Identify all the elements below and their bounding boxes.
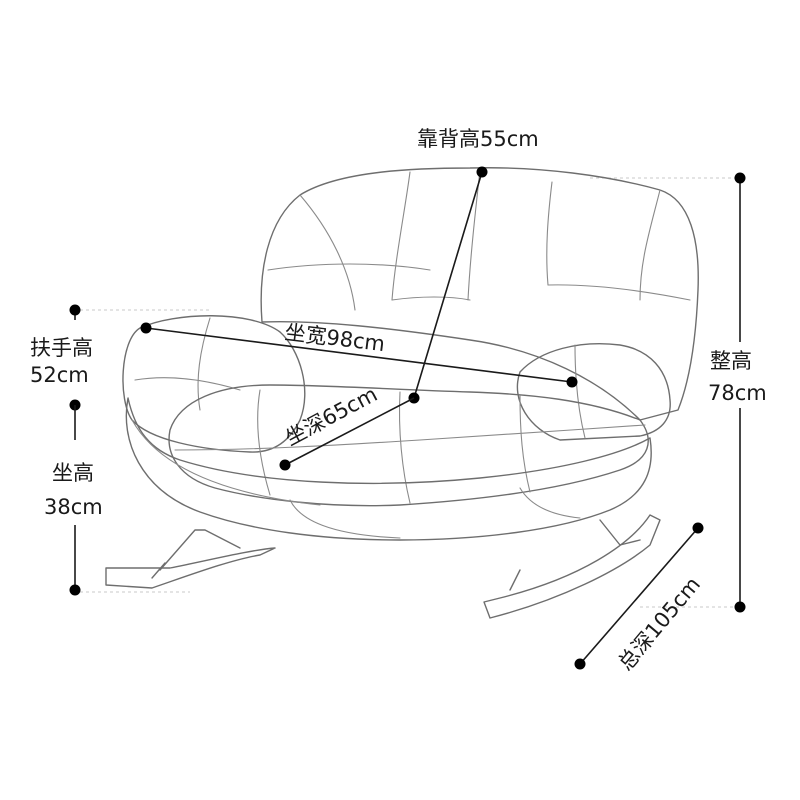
seat-height-label-name: 坐高 xyxy=(52,461,94,485)
seat-width-line xyxy=(145,327,573,383)
armrest-height-label-value: 52cm xyxy=(30,363,89,387)
seat-seam xyxy=(519,395,531,493)
overall-height-label-name: 整高 xyxy=(710,349,752,373)
guide-lines xyxy=(80,177,740,608)
backrest-seam xyxy=(267,263,431,271)
seat-width-left-dot xyxy=(140,322,152,334)
seat-depth-line xyxy=(284,397,415,466)
backrest-seam xyxy=(299,194,356,311)
backrest-seam xyxy=(391,171,411,301)
left-armrest xyxy=(122,315,306,453)
right-rocker-leg xyxy=(599,519,641,546)
seat-width-right-dot xyxy=(566,376,578,388)
base-shell xyxy=(125,397,652,541)
total-depth-line xyxy=(579,527,699,665)
left-rocker-leg xyxy=(159,529,241,571)
armrest-seam xyxy=(574,344,586,439)
overall-height-top-dot xyxy=(734,172,746,184)
total-depth-label: 总深105cm xyxy=(613,572,705,675)
base-seam xyxy=(519,487,581,519)
base-seam xyxy=(131,419,321,506)
right-rocker xyxy=(483,514,661,619)
backrest-seam xyxy=(391,296,471,301)
left-rocker xyxy=(105,547,276,589)
backrest-height-line xyxy=(413,171,483,399)
backrest-height-top-dot xyxy=(476,166,488,178)
seat-cushion xyxy=(168,384,649,507)
overall-height-label-value: 78cm xyxy=(708,381,767,405)
backrest-seam xyxy=(467,169,481,301)
seat-depth-front-dot xyxy=(279,459,291,471)
total-depth-back-dot xyxy=(692,522,704,534)
backrest-height-label: 靠背高55cm xyxy=(417,127,539,151)
backrest-seam xyxy=(639,189,661,301)
dimension-lines xyxy=(69,166,746,670)
dimension-labels: 靠背高55cm 坐宽98cm 坐深65cm 扶手高 52cm 坐高 38cm 整… xyxy=(30,127,767,675)
backrest-seam xyxy=(547,284,691,301)
seat-height-bottom-dot xyxy=(69,584,81,596)
backrest-seam xyxy=(546,181,553,286)
armrest-height-label-name: 扶手高 xyxy=(30,336,93,360)
seat-width-label: 坐宽98cm xyxy=(283,320,386,356)
total-depth-front-dot xyxy=(574,658,586,670)
base-seam xyxy=(289,499,401,539)
seat-seam xyxy=(257,389,271,496)
armrest-height-top-dot xyxy=(69,304,81,316)
chair-outline xyxy=(105,167,699,619)
armrest-seam xyxy=(134,377,241,391)
overall-height-bottom-dot xyxy=(734,601,746,613)
seat-seam xyxy=(174,424,646,451)
left-rocker-leg xyxy=(151,562,166,579)
seat-seam xyxy=(398,391,411,504)
right-rocker-leg xyxy=(509,569,521,591)
right-armrest xyxy=(516,343,671,441)
armrest-seam xyxy=(197,317,211,411)
seat-height-label-value: 38cm xyxy=(44,495,103,519)
backrest xyxy=(260,167,699,421)
